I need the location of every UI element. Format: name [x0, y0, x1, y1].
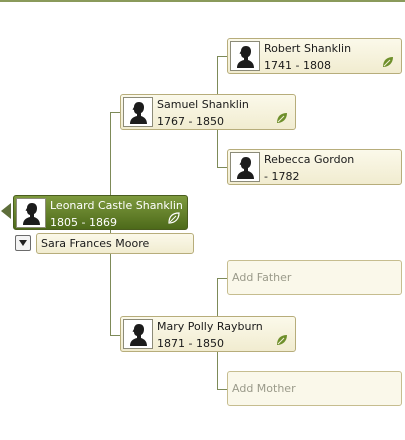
person-dates: 1767 - 1850 [157, 115, 224, 128]
connector-line [110, 112, 120, 113]
person-card-mother[interactable]: Mary Polly Rayburn 1871 - 1850 [120, 316, 296, 352]
photo-frame [230, 41, 260, 71]
photo-frame [16, 198, 46, 228]
top-divider [0, 0, 405, 2]
add-mother-card[interactable]: Add Mother [227, 371, 402, 406]
leaf-hint-icon[interactable] [381, 55, 395, 69]
leaf-hint-icon[interactable] [167, 211, 181, 225]
photo-frame [123, 97, 153, 127]
person-name: Samuel Shanklin [157, 98, 249, 111]
connector-line [110, 335, 120, 336]
spouse-card[interactable]: Sara Frances Moore [36, 233, 194, 254]
add-father-card[interactable]: Add Father [227, 260, 402, 295]
person-card-focus[interactable]: Leonard Castle Shanklin 1805 - 1869 [13, 195, 188, 230]
spouse-name: Sara Frances Moore [41, 237, 150, 250]
person-name: Robert Shanklin [264, 42, 352, 55]
chevron-down-icon [19, 240, 27, 246]
connector-line [217, 167, 227, 168]
leaf-hint-icon[interactable] [275, 111, 289, 125]
person-name: Mary Polly Rayburn [157, 320, 263, 333]
silhouette-icon [130, 102, 147, 124]
silhouette-icon [237, 46, 254, 68]
add-mother-label: Add Mother [232, 382, 296, 395]
connector-line [217, 56, 227, 57]
person-dates: - 1782 [264, 170, 300, 183]
silhouette-icon [130, 324, 147, 346]
person-dates: 1805 - 1869 [50, 216, 117, 229]
person-dates: 1871 - 1850 [157, 337, 224, 350]
person-name: Leonard Castle Shanklin [50, 199, 183, 212]
spouse-dropdown-button[interactable] [15, 235, 31, 251]
photo-frame [123, 319, 153, 349]
photo-frame [230, 152, 260, 182]
person-card-paternal-grandmother[interactable]: Rebecca Gordon - 1782 [227, 149, 402, 185]
back-arrow-icon[interactable] [1, 203, 11, 219]
person-dates: 1741 - 1808 [264, 59, 331, 72]
leaf-hint-icon[interactable] [275, 333, 289, 347]
connector-line [217, 389, 227, 390]
silhouette-icon [237, 157, 254, 179]
connector-line [217, 278, 227, 279]
add-father-label: Add Father [232, 271, 292, 284]
person-card-paternal-grandfather[interactable]: Robert Shanklin 1741 - 1808 [227, 38, 402, 74]
person-card-father[interactable]: Samuel Shanklin 1767 - 1850 [120, 94, 296, 130]
silhouette-icon [23, 203, 40, 225]
person-name: Rebecca Gordon [264, 153, 355, 166]
